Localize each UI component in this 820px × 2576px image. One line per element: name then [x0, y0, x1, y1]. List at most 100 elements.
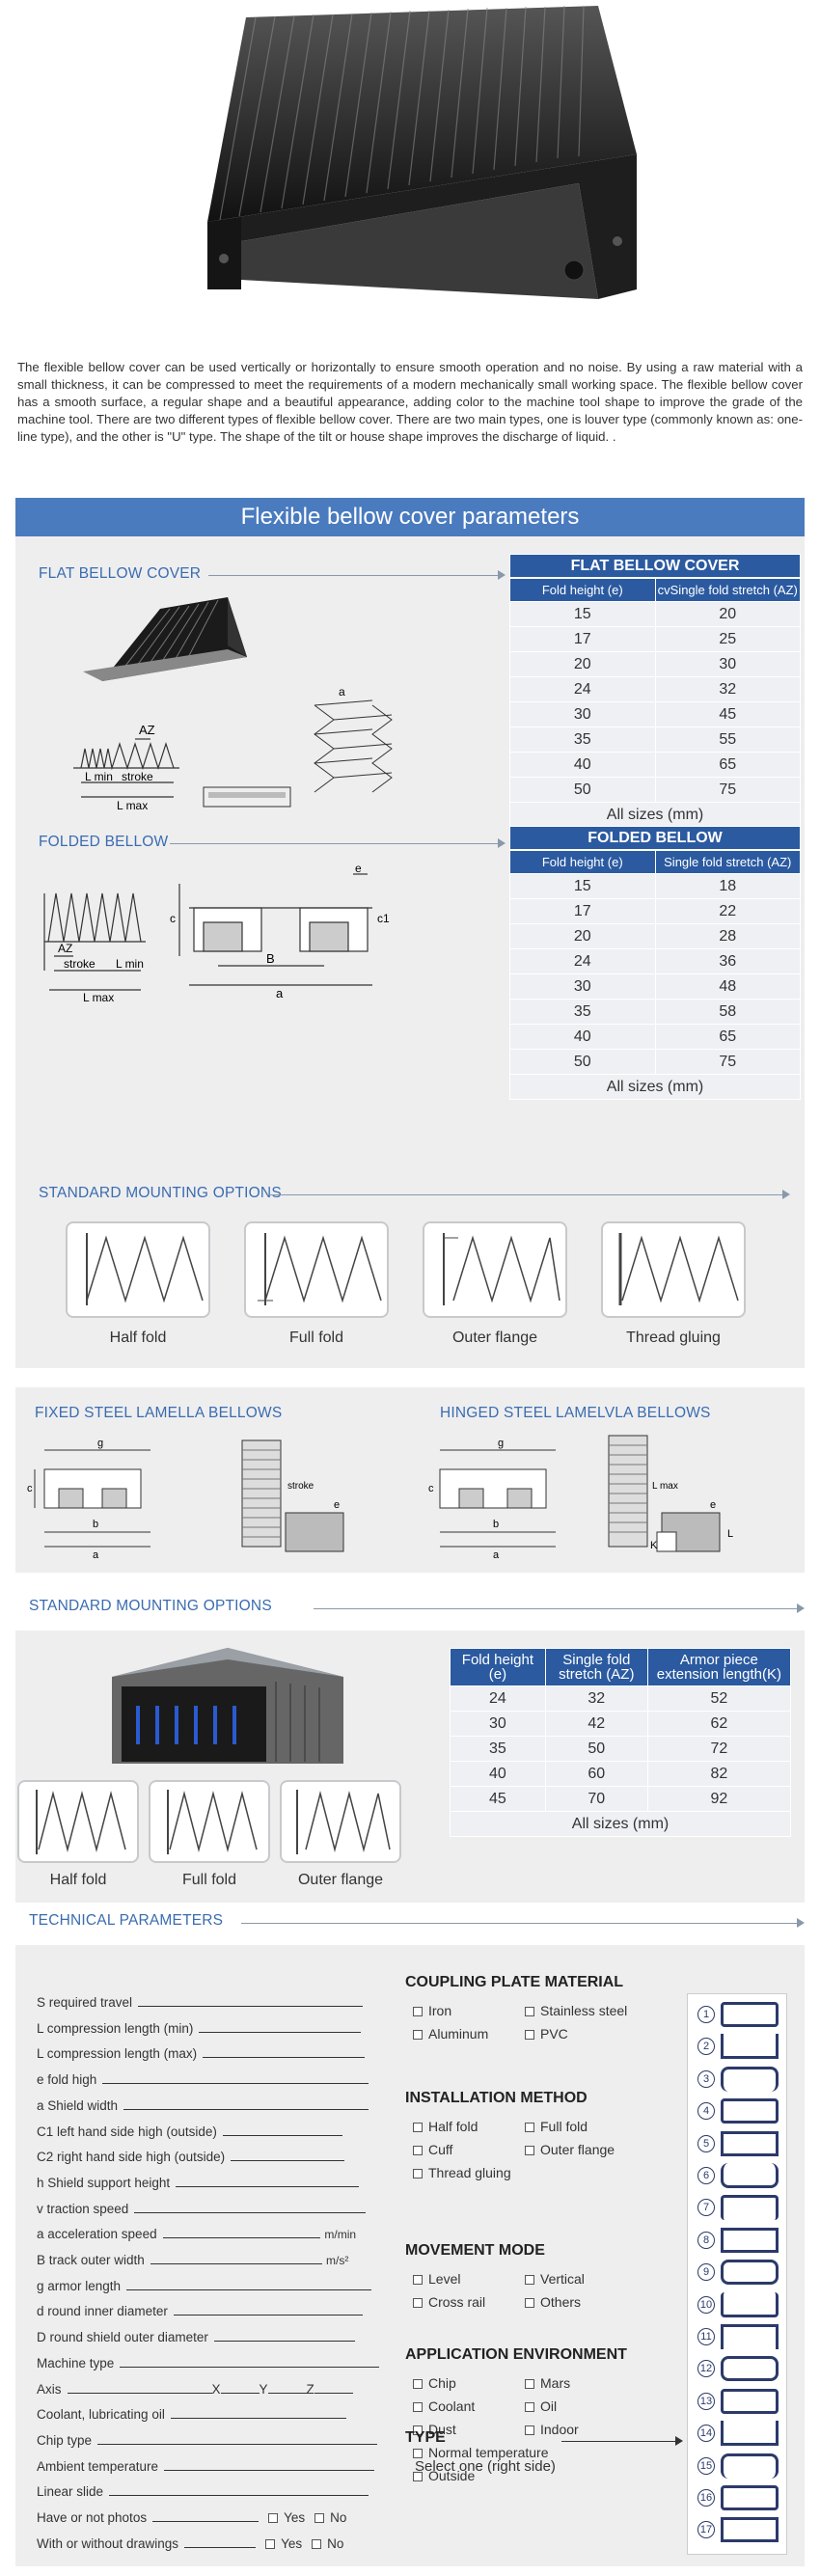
type-number-badge[interactable]: 11	[697, 2328, 715, 2345]
type-number-badge[interactable]: 4	[697, 2102, 715, 2121]
axis-field[interactable]	[267, 2382, 307, 2394]
option-checkbox[interactable]: Dust	[413, 2422, 456, 2437]
option-checkbox[interactable]: Stainless steel	[525, 2003, 627, 2018]
option-checkbox[interactable]: Others	[525, 2294, 581, 2310]
checkbox[interactable]	[413, 2169, 423, 2179]
checkbox[interactable]	[413, 2007, 423, 2016]
parameter-field[interactable]	[138, 1995, 363, 2007]
option-checkbox[interactable]: Iron	[413, 2003, 451, 2018]
checkbox[interactable]	[525, 2030, 534, 2040]
checkbox[interactable]	[413, 2472, 423, 2481]
type-number-badge[interactable]: 8	[697, 2231, 715, 2249]
option-checkbox[interactable]: Mars	[525, 2375, 570, 2391]
parameter-field[interactable]	[176, 2176, 359, 2187]
table-cell: 45	[654, 701, 801, 727]
option-checkbox[interactable]: Outer flange	[525, 2142, 615, 2157]
option-checkbox[interactable]: Cuff	[413, 2142, 452, 2157]
option-checkbox[interactable]: Cross rail	[413, 2294, 485, 2310]
type-number-badge[interactable]: 17	[697, 2521, 715, 2539]
type-number-badge[interactable]: 13	[697, 2392, 715, 2410]
checkbox[interactable]	[525, 2402, 534, 2412]
type-number-badge[interactable]: 16	[697, 2489, 715, 2507]
option-checkbox[interactable]: Thread gluing	[413, 2165, 511, 2180]
option-checkbox[interactable]: Indoor	[525, 2422, 579, 2437]
checkbox[interactable]	[525, 2275, 534, 2285]
type-number-badge[interactable]: 2	[697, 2038, 715, 2056]
parameter-row: v traction speed	[37, 2202, 367, 2219]
parameter-field[interactable]	[199, 2021, 362, 2033]
table-cell: 32	[544, 1685, 648, 1712]
option-checkbox[interactable]: Chip	[413, 2375, 456, 2391]
type-number-badge[interactable]: 15	[697, 2456, 715, 2475]
parameter-field[interactable]	[173, 2304, 364, 2316]
checkbox[interactable]	[525, 2425, 534, 2435]
checkbox[interactable]	[413, 2123, 423, 2132]
type-number-badge[interactable]: 3	[697, 2069, 715, 2088]
yes-checkbox-option[interactable]: Yes	[268, 2510, 305, 2525]
no-checkbox-option[interactable]: No	[312, 2536, 343, 2551]
parameter-field[interactable]	[203, 2046, 365, 2059]
type-number-badge[interactable]: 14	[697, 2425, 715, 2443]
checkbox[interactable]	[525, 2146, 534, 2155]
parameter-row: g armor length	[37, 2279, 372, 2296]
checkbox[interactable]	[413, 2146, 423, 2155]
checkbox[interactable]	[314, 2513, 325, 2523]
checkbox[interactable]	[413, 2275, 423, 2285]
hinged-e-label: e	[710, 1499, 716, 1511]
type-number-badge[interactable]: 10	[697, 2295, 715, 2314]
type-number-badge[interactable]: 7	[697, 2199, 715, 2217]
axis-x-field[interactable]	[67, 2382, 212, 2394]
option-checkbox[interactable]: Outside	[413, 2468, 475, 2483]
option-checkbox[interactable]: Aluminum	[413, 2026, 488, 2042]
checkbox[interactable]	[413, 2379, 423, 2389]
parameter-field[interactable]	[162, 2227, 321, 2239]
axis-z-field[interactable]	[314, 2382, 353, 2394]
checkbox[interactable]	[413, 2449, 423, 2458]
parameter-field[interactable]	[134, 2202, 367, 2213]
yes-label: Yes	[281, 2535, 303, 2551]
parameter-field[interactable]	[97, 2433, 378, 2445]
parameter-field[interactable]	[150, 2253, 322, 2264]
type-number-badge[interactable]: 5	[697, 2134, 715, 2152]
parameter-field[interactable]	[120, 2356, 379, 2368]
option-checkbox[interactable]: PVC	[525, 2026, 568, 2042]
parameter-field[interactable]	[126, 2279, 372, 2290]
parameter-field[interactable]	[164, 2459, 375, 2471]
parameter-field[interactable]	[213, 2330, 356, 2343]
parameter-field[interactable]	[102, 2072, 369, 2085]
checkbox[interactable]	[265, 2538, 276, 2549]
parameter-field[interactable]	[152, 2510, 260, 2522]
option-checkbox[interactable]: Normal temperature	[413, 2445, 549, 2460]
checkbox[interactable]	[525, 2298, 534, 2308]
checkbox[interactable]	[413, 2402, 423, 2412]
checkbox[interactable]	[525, 2379, 534, 2389]
parameter-field[interactable]	[184, 2536, 257, 2548]
parameter-field[interactable]	[170, 2407, 347, 2420]
option-checkbox[interactable]: Vertical	[525, 2271, 585, 2287]
parameter-field[interactable]	[109, 2484, 369, 2497]
option-checkbox[interactable]: Coolant	[413, 2398, 475, 2414]
checkbox[interactable]	[413, 2425, 423, 2435]
option-checkbox[interactable]: Full fold	[525, 2119, 588, 2134]
parameter-field[interactable]	[222, 2124, 343, 2136]
checkbox[interactable]	[525, 2007, 534, 2016]
type-number-badge[interactable]: 12	[697, 2360, 715, 2378]
parameter-field[interactable]	[231, 2150, 344, 2162]
no-checkbox-option[interactable]: No	[314, 2510, 346, 2525]
axis-field[interactable]	[220, 2382, 260, 2394]
parameter-field[interactable]	[123, 2098, 369, 2110]
type-number-badge[interactable]: 9	[697, 2263, 715, 2282]
option-checkbox[interactable]: Oil	[525, 2398, 557, 2414]
table-cell: 52	[646, 1685, 792, 1712]
option-checkbox[interactable]: Level	[413, 2271, 460, 2287]
type-number-badge[interactable]: 6	[697, 2167, 715, 2184]
checkbox[interactable]	[413, 2030, 423, 2040]
armor-half-fold-image	[17, 1780, 139, 1863]
type-number-badge[interactable]: 1	[697, 2006, 715, 2023]
option-checkbox[interactable]: Half fold	[413, 2119, 478, 2134]
checkbox[interactable]	[268, 2513, 279, 2523]
checkbox[interactable]	[413, 2298, 423, 2308]
checkbox[interactable]	[525, 2123, 534, 2132]
checkbox[interactable]	[312, 2538, 322, 2549]
yes-checkbox-option[interactable]: Yes	[265, 2536, 302, 2551]
